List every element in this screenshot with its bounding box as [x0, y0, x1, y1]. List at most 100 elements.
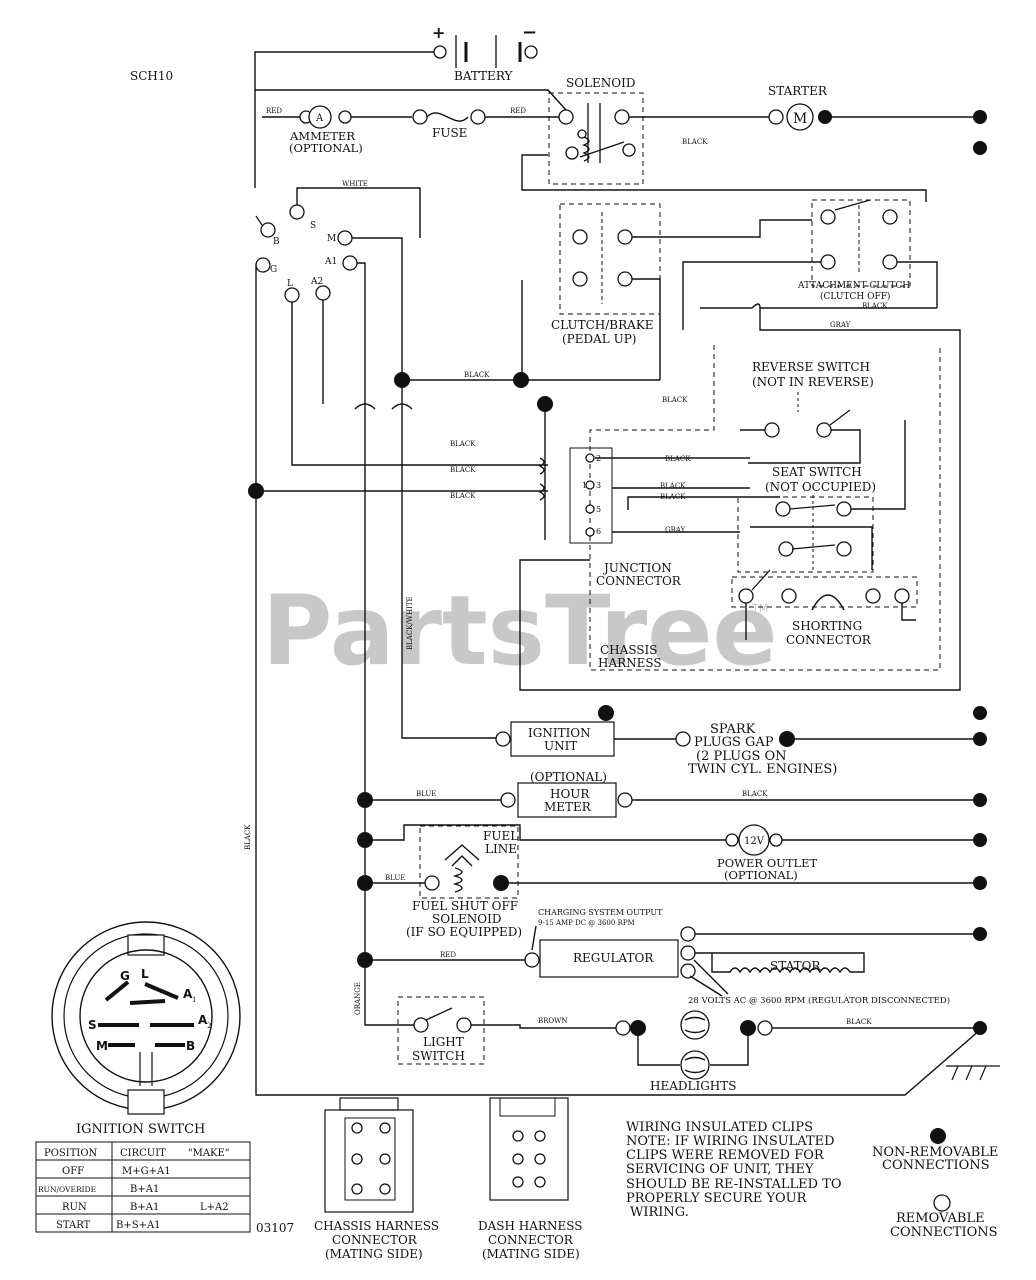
svg-text:CONNECTOR: CONNECTOR: [596, 574, 682, 588]
svg-text:SEAT SWITCH: SEAT SWITCH: [772, 465, 862, 479]
svg-text:1: 1: [582, 481, 587, 490]
doc-code: SCH10: [130, 69, 173, 83]
battery-minus: −: [522, 22, 537, 43]
svg-text:A1: A1: [324, 257, 337, 267]
svg-text:2: 2: [207, 1022, 211, 1030]
svg-text:6: 6: [596, 527, 601, 536]
ground-symbol: [946, 1065, 1000, 1081]
svg-text:M+G+A1: M+G+A1: [122, 1166, 171, 1177]
svg-text:NOTE: IF WIRING INSULATED: NOTE: IF WIRING INSULATED: [626, 1134, 835, 1149]
svg-text:(PEDAL UP): (PEDAL UP): [562, 332, 636, 346]
svg-text:G: G: [270, 265, 277, 275]
svg-text:HARNESS: HARNESS: [598, 656, 662, 670]
svg-text:WIRING INSULATED CLIPS: WIRING INSULATED CLIPS: [626, 1120, 813, 1135]
svg-text:REGULATOR: REGULATOR: [573, 951, 654, 965]
svg-text:CHARGING SYSTEM OUTPUT: CHARGING SYSTEM OUTPUT: [538, 908, 663, 917]
svg-text:(OPTIONAL): (OPTIONAL): [289, 141, 363, 155]
svg-text:A: A: [183, 987, 193, 1001]
svg-text:BLACK: BLACK: [862, 302, 888, 310]
spark-plugs: SPARK PLUGS GAP (2 PLUGS ON TWIN CYL. EN…: [688, 722, 837, 777]
chassis-harness-connector: CHASSIS HARNESS CONNECTOR (MATING SIDE): [314, 1097, 439, 1261]
svg-text:RED: RED: [440, 951, 456, 959]
svg-text:PROPERLY SECURE YOUR: PROPERLY SECURE YOUR: [626, 1191, 808, 1206]
svg-text:SHORTING: SHORTING: [792, 619, 862, 633]
ignition-switch-face: G L A 1 A 2 S M B: [51, 921, 241, 1115]
svg-text:BLACK: BLACK: [662, 396, 688, 404]
svg-text:UNIT: UNIT: [544, 739, 577, 753]
svg-text:LINE: LINE: [485, 842, 517, 856]
svg-text:FUEL: FUEL: [483, 829, 518, 843]
svg-text:CONNECTIONS: CONNECTIONS: [882, 1158, 990, 1173]
svg-text:GRAY: GRAY: [665, 526, 686, 534]
ignition-unit: IGNITION UNIT: [495, 705, 615, 757]
svg-text:B: B: [186, 1039, 195, 1053]
svg-text:POWER OUTLET: POWER OUTLET: [717, 856, 818, 870]
fuel-shut-off-solenoid: FUEL LINE FUEL SHUT OFF SOLENOID (IF SO …: [406, 825, 522, 939]
svg-text:S: S: [88, 1018, 97, 1032]
svg-text:SOLENOID: SOLENOID: [432, 912, 502, 926]
svg-text:BLACK: BLACK: [665, 455, 691, 463]
svg-text:RUN/OVERIDE: RUN/OVERIDE: [38, 1185, 96, 1194]
svg-text:(MATING SIDE): (MATING SIDE): [325, 1247, 423, 1261]
dash-harness-connector: DASH HARNESS CONNECTOR (MATING SIDE): [478, 1097, 582, 1261]
seat-switch: SEAT SWITCH (NOT OCCUPIED): [737, 465, 876, 573]
svg-text:BLUE: BLUE: [385, 874, 405, 882]
light-switch: LIGHT SWITCH: [397, 996, 485, 1065]
svg-text:(CLUTCH OFF): (CLUTCH OFF): [820, 291, 890, 302]
svg-text:BLACK: BLACK: [450, 440, 476, 448]
svg-text:(OPTIONAL): (OPTIONAL): [724, 868, 798, 882]
svg-text:ATTACHMENT CLUTCH: ATTACHMENT CLUTCH: [797, 281, 910, 291]
svg-text:BROWN: BROWN: [538, 1017, 567, 1025]
svg-text:28 VOLTS AC @ 3600 RPM (REGULA: 28 VOLTS AC @ 3600 RPM (REGULATOR DISCON…: [688, 995, 950, 1006]
svg-text:NON-REMOVABLE: NON-REMOVABLE: [872, 1145, 998, 1160]
svg-text:B+S+A1: B+S+A1: [116, 1220, 161, 1231]
power-outlet: 12V POWER OUTLET (OPTIONAL): [717, 824, 818, 882]
svg-text:RUN: RUN: [62, 1202, 87, 1213]
svg-text:5: 5: [596, 505, 601, 514]
svg-text:REVERSE SWITCH: REVERSE SWITCH: [752, 360, 870, 374]
svg-text:M: M: [96, 1039, 108, 1053]
svg-text:HOUR: HOUR: [550, 787, 590, 801]
watermark-tm: TM: [751, 602, 768, 615]
stator: STATOR 28 VOLTS AC @ 3600 RPM (REGULATOR…: [688, 952, 950, 1006]
svg-text:BLACK: BLACK: [450, 466, 476, 474]
svg-text:3: 3: [596, 481, 601, 490]
starter: STARTER M: [768, 84, 832, 131]
hour-meter: (OPTIONAL) HOUR METER: [500, 770, 633, 818]
svg-text:(NOT OCCUPIED): (NOT OCCUPIED): [765, 480, 876, 494]
svg-text:"MAKE": "MAKE": [188, 1148, 229, 1159]
svg-text:CONNECTOR: CONNECTOR: [332, 1233, 418, 1247]
svg-text:B+A1: B+A1: [130, 1202, 159, 1213]
svg-text:LIGHT: LIGHT: [423, 1035, 464, 1049]
svg-text:L: L: [141, 967, 149, 981]
svg-text:WIRING.: WIRING.: [630, 1205, 689, 1220]
svg-text:START: START: [56, 1220, 91, 1231]
fuse: FUSE: [351, 109, 486, 140]
svg-text:BLACK: BLACK: [846, 1018, 872, 1026]
svg-text:POSITION: POSITION: [44, 1148, 98, 1159]
svg-text:SPARK: SPARK: [710, 722, 756, 737]
svg-text:CONNECTOR: CONNECTOR: [488, 1233, 574, 1247]
svg-text:A2: A2: [310, 277, 323, 287]
svg-text:SWITCH: SWITCH: [412, 1049, 465, 1063]
svg-text:SHOULD BE RE-INSTALLED TO: SHOULD BE RE-INSTALLED TO: [626, 1177, 842, 1192]
svg-text:CONNECTIONS: CONNECTIONS: [890, 1225, 998, 1240]
svg-text:CHASSIS: CHASSIS: [600, 643, 658, 657]
svg-text:AMMETER: AMMETER: [289, 129, 355, 143]
svg-text:G: G: [120, 969, 130, 983]
svg-text:HEADLIGHTS: HEADLIGHTS: [650, 1079, 737, 1093]
svg-text:DASH HARNESS: DASH HARNESS: [478, 1219, 582, 1233]
regulator: CHARGING SYSTEM OUTPUT 9-15 AMP DC @ 360…: [524, 908, 696, 979]
battery-label: BATTERY: [454, 69, 513, 83]
svg-text:FUSE: FUSE: [432, 126, 467, 140]
svg-text:IGNITION: IGNITION: [528, 726, 591, 740]
svg-text:M: M: [793, 111, 807, 127]
ignition-switch-title: IGNITION SWITCH: [76, 1122, 205, 1137]
svg-text:A: A: [198, 1013, 208, 1027]
battery-plus: +: [432, 23, 445, 42]
ignition-switch-terminals: S B M G A1 L A2: [255, 204, 358, 303]
svg-text:SERVICING OF UNIT, THEY: SERVICING OF UNIT, THEY: [626, 1162, 814, 1177]
svg-text:CONNECTOR: CONNECTOR: [786, 633, 872, 647]
svg-text:(MATING SIDE): (MATING SIDE): [482, 1247, 580, 1261]
svg-text:(IF SO EQUIPPED): (IF SO EQUIPPED): [406, 925, 522, 939]
